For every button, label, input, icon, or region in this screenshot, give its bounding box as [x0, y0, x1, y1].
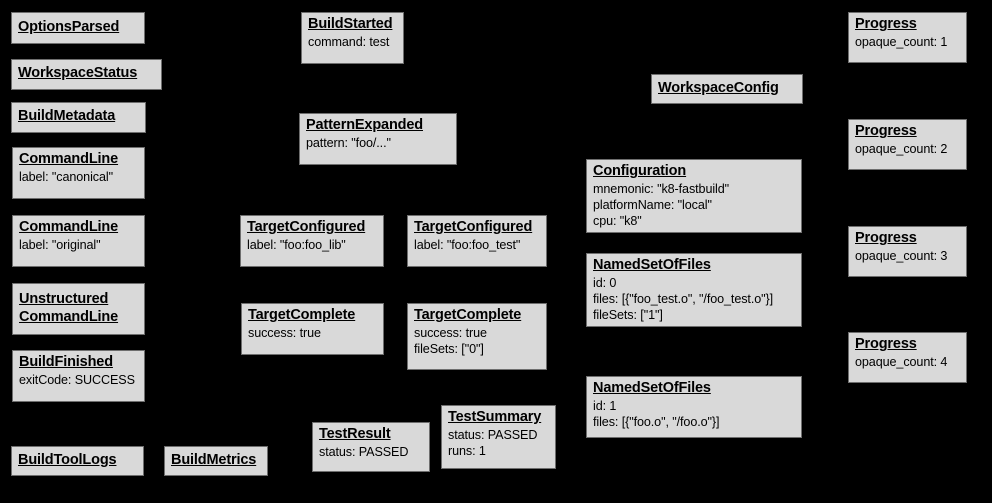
node-field: opaque_count: 4 [855, 354, 948, 369]
node-title: BuildStarted [308, 16, 393, 32]
node-title: TargetConfigured [247, 219, 366, 235]
node-title: NamedSetOfFiles [593, 380, 711, 396]
node-title: Progress [855, 336, 917, 352]
node-field: id: 0 [593, 275, 617, 290]
node-unstructured-command-line[interactable]: Unstructured CommandLine [12, 283, 145, 335]
node-build-metadata[interactable]: BuildMetadata [11, 102, 146, 133]
node-title: WorkspaceConfig [658, 79, 779, 96]
node-fields: label: "canonical" [19, 170, 139, 186]
node-target-configured-foo-lib[interactable]: TargetConfigured label: "foo:foo_lib" [240, 215, 384, 267]
node-fields: success: true [248, 326, 378, 342]
node-workspace-config[interactable]: WorkspaceConfig [651, 74, 803, 104]
node-field: pattern: "foo/..." [306, 135, 391, 150]
node-title: OptionsParsed [18, 18, 120, 35]
node-progress-3[interactable]: Progress opaque_count: 3 [848, 226, 967, 277]
node-field: label: "canonical" [19, 169, 113, 184]
node-fields: opaque_count: 1 [855, 35, 961, 51]
node-field: opaque_count: 3 [855, 248, 948, 263]
node-title: Progress [855, 123, 917, 139]
node-title: Progress [855, 16, 917, 32]
node-field: fileSets: ["0"] [414, 341, 484, 356]
node-command-line-original[interactable]: CommandLine label: "original" [12, 215, 145, 267]
node-build-started[interactable]: BuildStarted command: test [301, 12, 404, 64]
node-fields: opaque_count: 4 [855, 355, 961, 371]
node-progress-1[interactable]: Progress opaque_count: 1 [848, 12, 967, 63]
node-field: opaque_count: 1 [855, 34, 948, 49]
node-title: TargetConfigured [414, 219, 533, 235]
node-build-metrics[interactable]: BuildMetrics [164, 446, 268, 476]
node-title: BuildToolLogs [18, 451, 117, 468]
node-configuration[interactable]: Configuration mnemonic: "k8-fastbuild"pla… [586, 159, 802, 233]
node-pattern-expanded[interactable]: PatternExpanded pattern: "foo/..." [299, 113, 457, 165]
node-title: BuildMetrics [171, 451, 257, 468]
node-fields: command: test [308, 35, 398, 51]
node-field: fileSets: ["1"] [593, 307, 663, 322]
node-fields: opaque_count: 2 [855, 142, 961, 158]
node-fields: label: "foo:foo_test" [414, 238, 541, 254]
node-field: command: test [308, 34, 390, 49]
node-field: success: true [414, 325, 487, 340]
node-fields: pattern: "foo/..." [306, 136, 451, 152]
node-field: cpu: "k8" [593, 213, 642, 228]
node-target-complete-foo-lib[interactable]: TargetComplete success: true [241, 303, 384, 355]
node-build-finished[interactable]: BuildFinished exitCode: SUCCESS [12, 350, 145, 402]
node-field: status: PASSED [319, 444, 409, 459]
node-progress-4[interactable]: Progress opaque_count: 4 [848, 332, 967, 383]
node-fields: opaque_count: 3 [855, 249, 961, 265]
node-title: TargetComplete [414, 307, 522, 323]
node-title: BuildMetadata [18, 108, 116, 125]
node-field: platformName: "local" [593, 197, 712, 212]
node-progress-2[interactable]: Progress opaque_count: 2 [848, 119, 967, 170]
node-workspace-status[interactable]: WorkspaceStatus [11, 59, 162, 90]
node-field: opaque_count: 2 [855, 141, 948, 156]
node-field: files: [{"foo_test.o", "/foo_test.o"}] [593, 291, 774, 306]
node-field: files: [{"foo.o", "/foo.o"}] [593, 414, 720, 429]
node-field: label: "foo:foo_test" [414, 237, 521, 252]
node-field: runs: 1 [448, 443, 486, 458]
node-build-tool-logs[interactable]: BuildToolLogs [11, 446, 144, 476]
node-field: label: "foo:foo_lib" [247, 237, 346, 252]
node-target-configured-foo-test[interactable]: TargetConfigured label: "foo:foo_test" [407, 215, 547, 267]
node-field: success: true [248, 325, 321, 340]
node-title: TestSummary [448, 409, 542, 425]
node-field: label: "original" [19, 237, 101, 252]
node-title: Unstructured CommandLine [19, 290, 119, 325]
node-test-result[interactable]: TestResult status: PASSED [312, 422, 430, 472]
node-field: id: 1 [593, 398, 617, 413]
node-field: status: PASSED [448, 427, 538, 442]
node-fields: exitCode: SUCCESS [19, 373, 139, 389]
node-field: exitCode: SUCCESS [19, 372, 135, 387]
node-title: TargetComplete [248, 307, 356, 323]
node-title: NamedSetOfFiles [593, 257, 711, 273]
node-title: WorkspaceStatus [18, 65, 138, 82]
node-title: TestResult [319, 426, 391, 442]
node-field: mnemonic: "k8-fastbuild" [593, 181, 730, 196]
node-fields: label: "foo:foo_lib" [247, 238, 378, 254]
node-fields: label: "original" [19, 238, 139, 254]
node-fields: status: PASSED [319, 445, 424, 461]
node-title: CommandLine [19, 219, 119, 235]
node-title: BuildFinished [19, 354, 113, 370]
node-title: Configuration [593, 163, 687, 179]
node-title: CommandLine [19, 151, 119, 167]
node-title: PatternExpanded [306, 117, 423, 133]
node-fields: mnemonic: "k8-fastbuild"platformName: "l… [593, 182, 796, 230]
node-command-line-canonical[interactable]: CommandLine label: "canonical" [12, 147, 145, 199]
node-title: Progress [855, 230, 917, 246]
node-options-parsed[interactable]: OptionsParsed [11, 12, 145, 44]
